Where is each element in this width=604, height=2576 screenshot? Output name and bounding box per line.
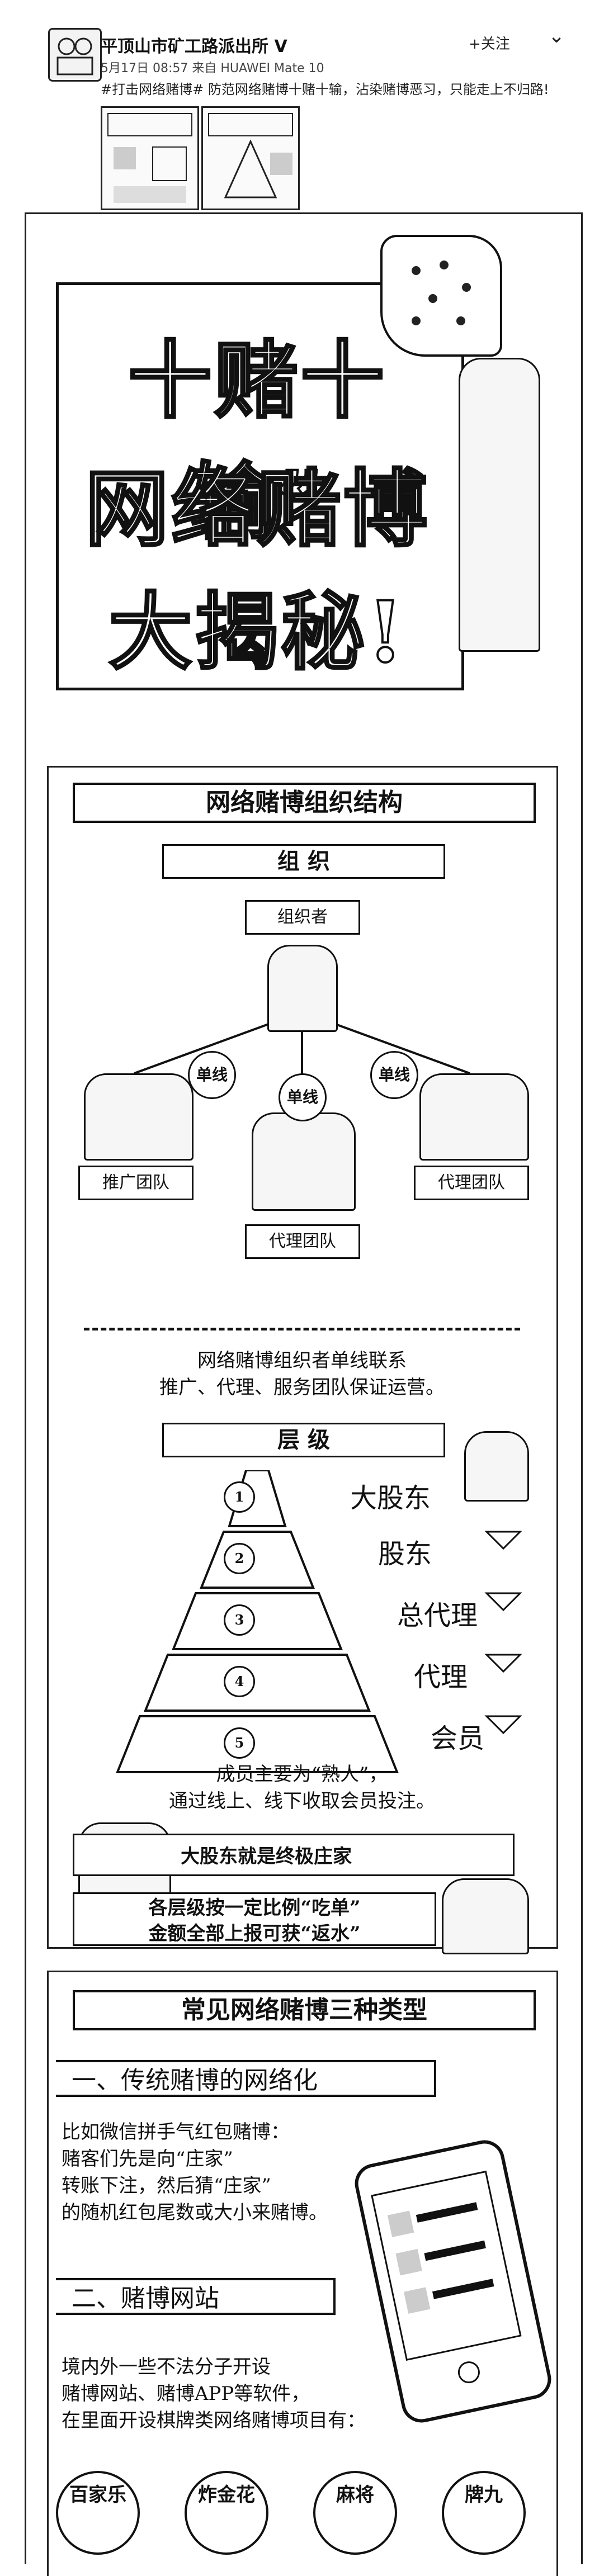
phone-illustration [351,2136,555,2427]
section-heading-types: 常见网络赌博三种类型 [73,1990,536,2030]
level-number: 1 [224,1481,255,1513]
promo-team-figures [84,1073,194,1161]
agent-team-figures [252,1112,356,1211]
organizer-label: 组织者 [245,900,360,935]
subheading-levels: 层 级 [162,1423,445,1457]
post-text: #打击网络赌博# 防范网络赌博十赌十输，沾染赌博恶习，只能走上不归路! [101,82,549,97]
type1-title: 一、传统赌博的网络化 [56,2060,436,2097]
level-number: 5 [224,1727,255,1759]
hierarchy-pyramid [116,1470,522,1773]
verified-icon: V [274,37,287,56]
single-line-badge: 单线 [188,1051,236,1099]
organizer-figure [267,945,338,1032]
dashed-divider [84,1328,520,1330]
group-figures [442,1878,529,1954]
subheading-organization: 组 织 [162,844,445,879]
type2-title: 二、赌博网站 [56,2278,336,2315]
structure-description: 网络赌博组织者单线联系 推广、代理、服务团队保证运营。 [159,1349,445,1399]
weibo-post-header: 平顶山市矿工路派出所 V 5月17日 08:57 来自 HUAWEI Mate … [0,0,604,212]
banner-title-line3: 大揭秘! [107,582,406,683]
game-badge-zhajinhua: 炸金花 [185,2471,268,2555]
section-heading-structure: 网络赌博组织结构 [73,783,536,823]
level-name: 总代理 [397,1600,478,1631]
level-name: 大股东 [350,1483,431,1514]
level-name: 会员 [431,1723,485,1754]
level-name: 股东 [378,1538,432,1570]
rebate-note: 各层级按一定比例“吃单” 金额全部上报可获“返水” [73,1892,436,1946]
single-line-badge: 单线 [279,1073,327,1121]
promo-team-label: 推广团队 [78,1166,194,1200]
types-section [47,1971,558,2576]
agent-team-figures-right [419,1073,529,1161]
agent-team-label-right: 代理团队 [414,1166,529,1200]
agent-team-label-bottom: 代理团队 [245,1224,360,1259]
presenter-figure-illustration [459,358,540,652]
chevron-down-icon[interactable]: ⌄ [548,25,565,48]
type2-description: 境内外一些不法分子开设 赌博网站、赌博APP等软件， 在里面开设棋牌类网络赌博项… [62,2356,366,2432]
avatar[interactable] [48,28,102,82]
dotted-sign-decoration [380,235,502,357]
level-number: 3 [224,1604,255,1636]
image-thumbnail[interactable] [201,106,300,210]
level-number: 4 [224,1666,255,1697]
follow-button[interactable]: +关注 [469,36,510,53]
game-badge-baccarat: 百家乐 [56,2471,140,2555]
poster-image [25,212,583,2564]
shareholder-figure [464,1431,529,1502]
game-badge-mahjong: 麻将 [313,2471,397,2555]
image-thumbnail[interactable] [101,106,199,210]
game-badge-paigow: 牌九 [442,2471,526,2555]
structure-section [47,766,558,1949]
level-number: 2 [224,1543,255,1574]
boss-note: 大股东就是终极庄家 [73,1834,515,1876]
single-line-badge: 单线 [370,1051,418,1099]
banner-title-line2: 网络赌博 [84,459,430,560]
member-description: 成员主要为“熟人”， 通过线上、线下收取会员投注。 [169,1763,435,1812]
post-meta: 5月17日 08:57 来自 HUAWEI Mate 10 [101,61,324,75]
type1-description: 比如微信拼手气红包赌博： 赌客们先是向“庄家” 转账下注，然后猜“庄家” 的随机… [62,2121,328,2224]
username[interactable]: 平顶山市矿工路派出所 V [101,37,287,56]
banner-title-line1: 十赌十输” [127,330,386,552]
level-name: 代理 [414,1661,468,1693]
